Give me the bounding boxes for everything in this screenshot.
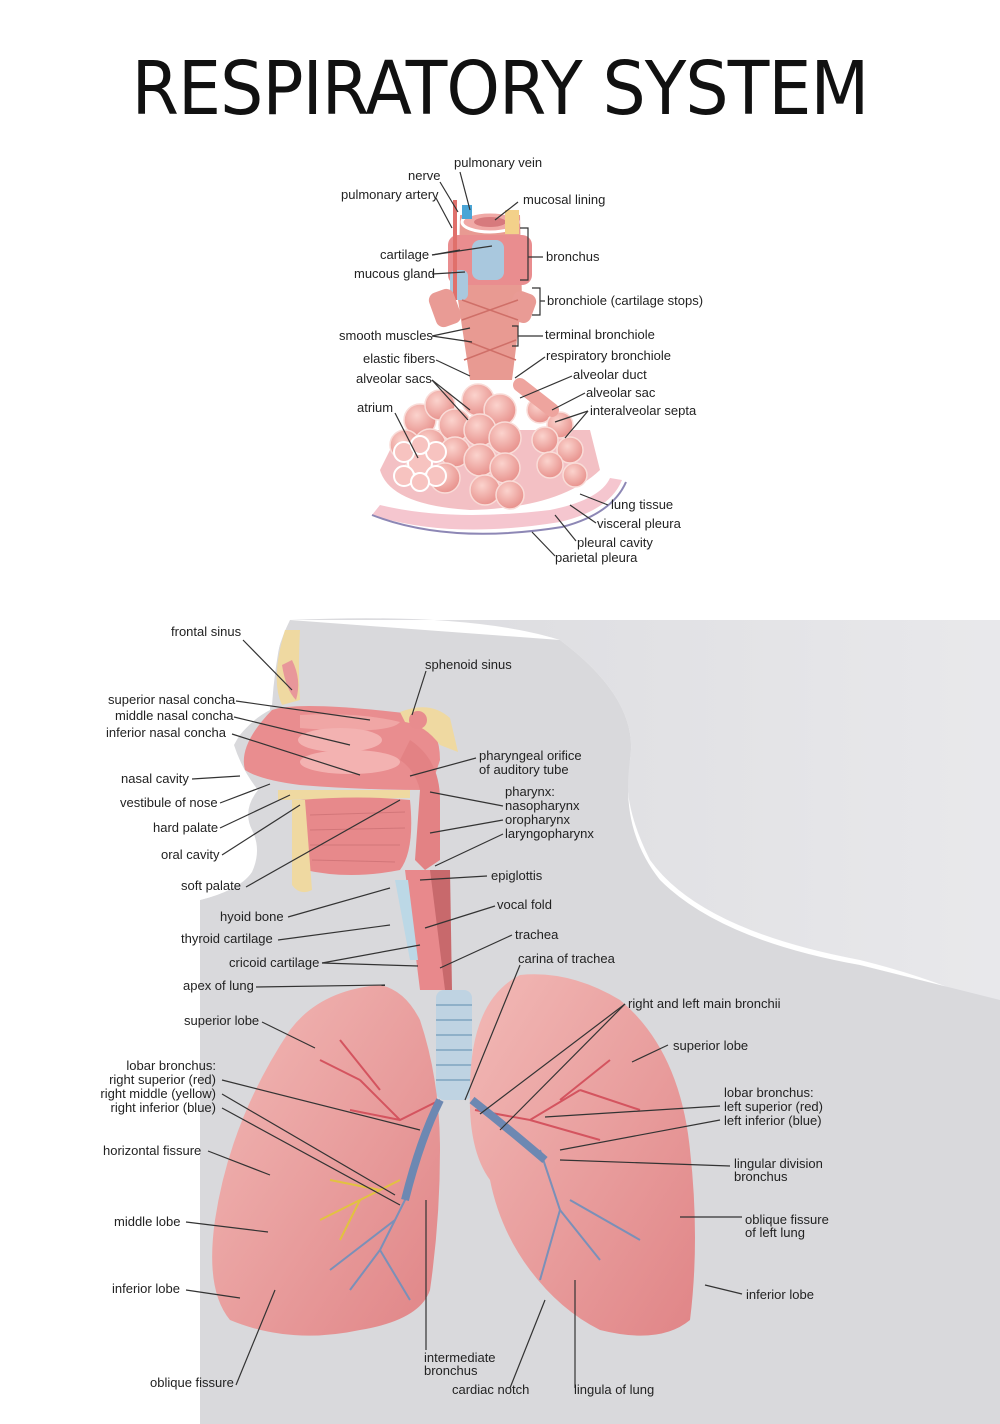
label-oblique-fissure-left-line1: oblique fissure xyxy=(745,1212,829,1227)
label-carina-of-trachea: carina of trachea xyxy=(518,951,615,966)
label-superior-nasal-concha: superior nasal concha xyxy=(108,692,236,707)
label-main-bronchii: right and left main bronchii xyxy=(628,996,781,1011)
label-smooth-muscles: smooth muscles xyxy=(339,328,433,343)
label-sphenoid-sinus: sphenoid sinus xyxy=(425,657,512,672)
label-interalveolar-septa: interalveolar septa xyxy=(590,403,697,418)
label-thyroid-cartilage: thyroid cartilage xyxy=(181,931,273,946)
label-mucous-gland: mucous gland xyxy=(354,266,435,281)
label-hyoid-bone: hyoid bone xyxy=(220,909,284,924)
label-mucosal-lining: mucosal lining xyxy=(523,192,606,207)
leader-lines xyxy=(185,171,743,1389)
label-middle-lobe: middle lobe xyxy=(114,1214,181,1229)
label-oblique-fissure: oblique fissure xyxy=(150,1375,234,1390)
page-title: RESPIRATORY SYSTEM xyxy=(131,46,870,132)
label-bronchiole: bronchiole (cartilage stops) xyxy=(547,293,704,308)
label-superior-lobe-right: superior lobe xyxy=(184,1013,260,1028)
label-oral-cavity: oral cavity xyxy=(161,847,220,862)
label-intermediate-bronchus-line1: intermediate xyxy=(424,1350,496,1365)
label-nasopharynx: nasopharynx xyxy=(505,798,580,813)
label-pharyngeal-orifice-line2: of auditory tube xyxy=(479,762,569,777)
label-alveolar-sac: alveolar sac xyxy=(586,385,656,400)
label-vocal-fold: vocal fold xyxy=(497,897,552,912)
label-alveolar-sacs: alveolar sacs xyxy=(356,371,432,386)
label-bronchus: bronchus xyxy=(546,249,600,264)
label-epiglottis: epiglottis xyxy=(491,868,543,883)
label-left-superior: left superior (red) xyxy=(724,1099,823,1114)
label-lingular-division-line2: bronchus xyxy=(734,1169,788,1184)
label-cricoid-cartilage: cricoid cartilage xyxy=(229,955,320,970)
bronchiole-illustration xyxy=(371,200,627,535)
label-superior-lobe-left: superior lobe xyxy=(673,1038,749,1053)
label-right-inferior: right inferior (blue) xyxy=(110,1100,217,1115)
label-oblique-fissure-left-line2: of left lung xyxy=(745,1225,805,1240)
label-oropharynx: oropharynx xyxy=(505,812,571,827)
label-nerve: nerve xyxy=(408,168,441,183)
label-parietal-pleura: parietal pleura xyxy=(555,550,638,565)
label-nasal-cavity: nasal cavity xyxy=(121,771,189,786)
label-laryngopharynx: laryngopharynx xyxy=(505,826,594,841)
label-horizontal-fissure: horizontal fissure xyxy=(103,1143,202,1158)
label-lung-tissue: lung tissue xyxy=(611,497,674,512)
label-lobar-bronchus-right: lobar bronchus: xyxy=(126,1058,216,1073)
label-hard-palate: hard palate xyxy=(153,820,219,835)
label-right-middle: right middle (yellow) xyxy=(100,1086,216,1101)
label-pharynx: pharynx: xyxy=(505,784,555,799)
label-pleural-cavity: pleural cavity xyxy=(577,535,653,550)
label-elastic-fibers: elastic fibers xyxy=(363,351,436,366)
label-lingular-division-line1: lingular division xyxy=(734,1156,823,1171)
label-pharyngeal-orifice-line1: pharyngeal orifice xyxy=(479,748,582,763)
label-frontal-sinus: frontal sinus xyxy=(171,624,242,639)
label-trachea: trachea xyxy=(515,927,559,942)
label-lingula-of-lung: lingula of lung xyxy=(574,1382,655,1397)
label-pulmonary-artery: pulmonary artery xyxy=(341,187,439,202)
label-pulmonary-vein: pulmonary vein xyxy=(454,155,543,170)
label-cardiac-notch: cardiac notch xyxy=(452,1382,530,1397)
label-left-inferior: left inferior (blue) xyxy=(724,1113,822,1128)
label-atrium: atrium xyxy=(357,400,394,415)
label-apex-of-lung: apex of lung xyxy=(183,978,254,993)
label-cartilage: cartilage xyxy=(380,247,430,262)
label-respiratory-bronchiole: respiratory bronchiole xyxy=(546,348,672,363)
label-inferior-lobe-left: inferior lobe xyxy=(746,1287,814,1302)
label-soft-palate: soft palate xyxy=(181,878,241,893)
label-alveolar-duct: alveolar duct xyxy=(573,367,647,382)
label-intermediate-bronchus-line2: bronchus xyxy=(424,1363,478,1378)
label-inferior-nasal-concha: inferior nasal concha xyxy=(106,725,226,740)
label-middle-nasal-concha: middle nasal concha xyxy=(115,708,234,723)
label-terminal-bronchiole: terminal bronchiole xyxy=(545,327,655,342)
label-inferior-lobe-right: inferior lobe xyxy=(112,1281,180,1296)
label-visceral-pleura: visceral pleura xyxy=(597,516,681,531)
label-right-superior: right superior (red) xyxy=(109,1072,216,1087)
label-lobar-bronchus-left: lobar bronchus: xyxy=(724,1085,814,1100)
label-vestibule-of-nose: vestibule of nose xyxy=(120,795,218,810)
lungs-illustration xyxy=(212,974,695,1336)
